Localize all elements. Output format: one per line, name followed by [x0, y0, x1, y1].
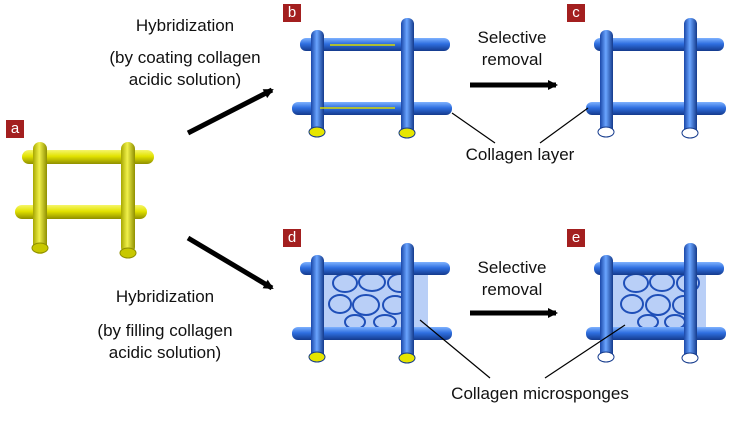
rod-end: [308, 126, 326, 138]
rod-end: [308, 351, 326, 363]
hollow-end: [597, 126, 615, 138]
rod: [401, 18, 414, 135]
bottom-removal-line-1: Selective: [477, 258, 547, 277]
rod-end: [119, 247, 137, 259]
rod-end: [398, 127, 416, 139]
hollow-end: [681, 127, 699, 139]
hybrid-scaffold-b: [292, 18, 452, 139]
rod: [311, 255, 324, 360]
bottom-step-detail-1: (by filling collagen: [97, 321, 233, 340]
rod: [684, 18, 697, 135]
collagen-scaffold-e: [586, 243, 726, 364]
top-step-detail-2: acidic solution): [128, 70, 242, 89]
bottom-step-detail-2: acidic solution): [108, 343, 222, 362]
arrow-a-to-b: [186, 87, 274, 136]
leader-line: [419, 319, 491, 379]
rod: [594, 38, 724, 51]
leader-line: [451, 112, 496, 144]
panel-label-a: a: [6, 120, 24, 138]
rod: [594, 262, 724, 275]
arrow-a-to-d: [186, 235, 274, 291]
panel-label-d: d: [283, 229, 301, 247]
hollow-end: [681, 352, 699, 364]
collagen-microsponges-label: Collagen microsponges: [451, 384, 629, 403]
rod: [121, 142, 135, 254]
hollow-end: [597, 351, 615, 363]
rod: [15, 205, 147, 219]
rod: [401, 243, 414, 360]
leader-line: [544, 324, 626, 379]
rod: [600, 30, 613, 135]
rod: [600, 255, 613, 360]
rod-end: [398, 352, 416, 364]
bottom-removal-line-2: removal: [481, 280, 543, 299]
top-removal-line-1: Selective: [477, 28, 547, 47]
template-mesh-a: [15, 142, 154, 259]
bottom-step-title: Hybridization: [115, 287, 215, 306]
top-step-title: Hybridization: [135, 16, 235, 35]
panel-label-b: b: [283, 4, 301, 22]
top-removal-line-2: removal: [481, 50, 543, 69]
hybrid-scaffold-d: [292, 243, 452, 364]
rod: [311, 30, 324, 135]
rod-end: [31, 242, 49, 254]
collagen-scaffold-c: [586, 18, 726, 139]
leader-line: [539, 107, 589, 144]
rod: [684, 243, 697, 360]
collagen-layer-label: Collagen layer: [465, 145, 575, 164]
panel-label-e: e: [567, 229, 585, 247]
panel-label-c: c: [567, 4, 585, 22]
top-step-detail-1: (by coating collagen: [109, 48, 261, 67]
rod: [33, 142, 47, 254]
